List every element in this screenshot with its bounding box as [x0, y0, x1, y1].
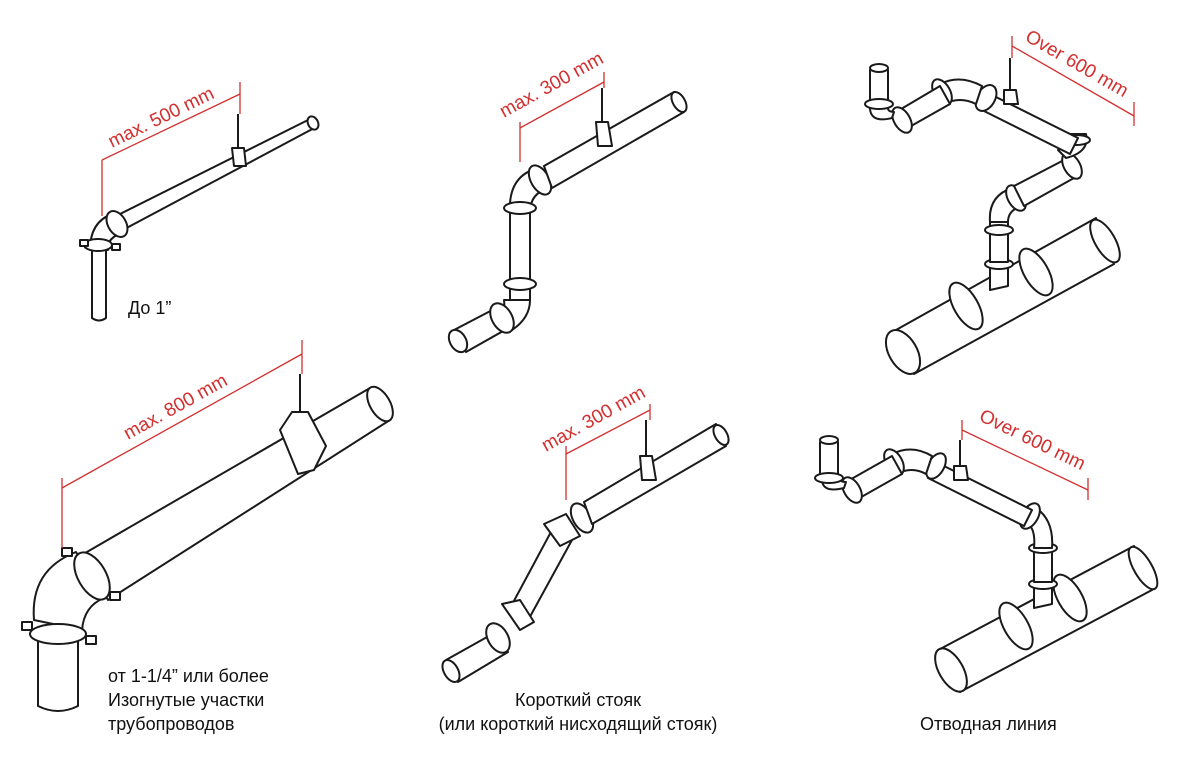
coupling [948, 281, 984, 331]
coupling [29, 623, 87, 645]
vertical-stub [819, 441, 839, 477]
vertical-pipe [37, 629, 79, 712]
hanger-clamp [279, 411, 327, 475]
panel-small-pipe: max. 500 mm [79, 82, 320, 322]
caption-line: (или короткий нисходящий стояк) [438, 714, 718, 734]
dimension-label: max. 800 mm [120, 370, 231, 444]
small-pipe-caption: До 1” [128, 298, 172, 318]
hanger-clamp [595, 121, 613, 147]
caption-line: Короткий стояк [514, 690, 642, 710]
coupling [485, 622, 511, 654]
coupling [864, 98, 894, 110]
caption-line: трубопроводов [108, 714, 235, 734]
hanger-clamp [231, 147, 247, 167]
dimension-label: max. 500 mm [105, 83, 218, 152]
hanger-clamp [639, 455, 657, 481]
hanger-clamp [953, 465, 969, 481]
strut-clamp [543, 513, 581, 547]
coupling [105, 210, 129, 238]
coupling [503, 277, 537, 291]
strut-clamp [501, 599, 535, 631]
coupling [998, 601, 1034, 651]
branch-caption: Отводная линия [920, 714, 1057, 734]
panel-riser-top: max. 300 mm [447, 48, 688, 354]
panel-large-pipe: max. 800 mm [21, 340, 394, 712]
hanger-clamp [1003, 89, 1019, 105]
caption-line: Изогнутые участки [108, 690, 265, 710]
coupling [1052, 573, 1088, 623]
coupling [73, 551, 111, 601]
coupling [891, 106, 913, 134]
coupling [489, 302, 515, 334]
panel-branch-bottom: Over 600 mm [814, 406, 1159, 693]
caption-line: от 1-1/4” или более [108, 666, 269, 686]
coupling [1018, 247, 1054, 297]
dimension-label: Over 600 mm [976, 406, 1089, 475]
panel-branch-top: Over 600 mm [864, 26, 1135, 375]
dimension-label: Over 600 mm [1022, 26, 1132, 102]
large-pipe-caption: от 1-1/4” или более Изогнутые участки тр… [108, 664, 269, 736]
panel-riser-bottom: max. 300 mm [441, 382, 730, 683]
vertical-pipe [91, 247, 107, 322]
horizontal-pipe [79, 387, 391, 601]
coupling [814, 472, 844, 484]
coupling [841, 476, 863, 504]
riser-caption: Короткий стояк (или короткий нисходящий … [396, 688, 760, 736]
coupling [503, 201, 537, 215]
upper-pipe [543, 91, 685, 189]
coupling [984, 224, 1014, 236]
branch-pipe [927, 461, 1033, 527]
